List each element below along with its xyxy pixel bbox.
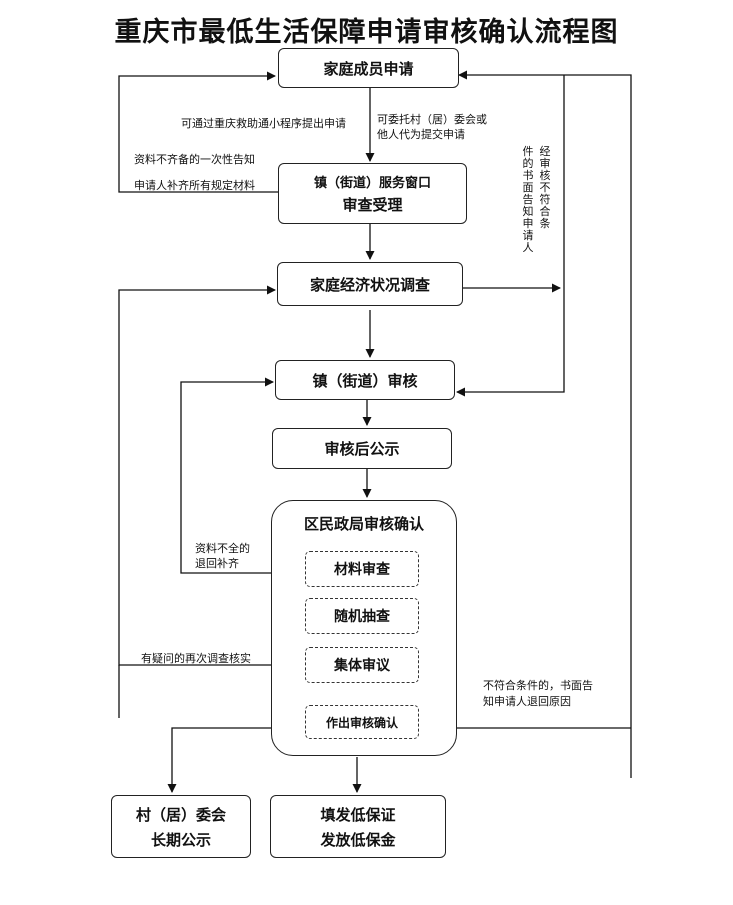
annotation-not-eligible-col1: 经审核不符合条 [539,145,551,230]
annotation-incomplete-line1: 资料不齐备的一次性告知 [134,153,255,166]
annotation-returned-line2: 退回补齐 [195,557,239,570]
annotation-reject-line2: 知申请人退回原因 [483,695,571,708]
substep-random-check-label: 随机抽查 [334,609,390,625]
step-service-window-line1: 镇（街道）服务窗口 [313,176,431,191]
annotation-app-channel: 可通过重庆救助通小程序提出申请 [181,117,346,130]
step-town-review: 镇（街道）审核 [275,360,455,400]
substep-random-check: 随机抽查 [305,598,419,634]
step-district-confirm-label: 区民政局审核确认 [303,515,424,533]
annotation-recheck: 有疑问的再次调查核实 [141,652,251,665]
annotation-entrust-line1: 可委托村（居）委会或 [377,113,487,126]
step-town-review-label: 镇（街道）审核 [312,371,418,390]
loop-recheck-to-survey [118,285,305,666]
step-issue-certificate-line1: 填发低保证 [320,805,396,824]
step-service-window-line2: 审查受理 [342,196,403,214]
annotation-reject-line1: 不符合条件的，书面告 [483,679,593,692]
substep-decision-label: 作出审核确认 [325,715,398,730]
substep-material-review-label: 材料审查 [334,562,390,578]
step-village-publicity: 村（居）委会 长期公示 [111,795,251,858]
annotation-not-eligible-col2: 件的书面告知申请人 [522,145,534,254]
right-inner-line [456,75,565,397]
annotation-incomplete-line2: 申请人补齐所有规定材料 [134,179,255,192]
annotation-returned-line1: 资料不全的 [195,542,250,555]
step-apply: 家庭成员申请 [278,48,459,88]
step-issue-certificate: 填发低保证 发放低保金 [270,795,446,858]
step-issue-certificate-line2: 发放低保金 [320,830,396,849]
arrow-decision-to-village [167,727,305,793]
substep-material-review: 材料审查 [305,551,419,587]
step-publicity-label: 审核后公示 [324,440,400,458]
step-economic-survey-label: 家庭经济状况调查 [309,275,430,294]
step-apply-label: 家庭成员申请 [323,59,414,78]
step-economic-survey: 家庭经济状况调查 [277,262,463,306]
step-village-publicity-line1: 村（居）委会 [135,805,226,824]
loop-returned-to-town [180,377,305,574]
substep-collective-review-label: 集体审议 [334,658,390,674]
annotation-entrust-line2: 他人代为提交申请 [377,128,465,141]
substep-decision: 作出审核确认 [305,705,419,739]
step-village-publicity-line2: 长期公示 [150,830,211,849]
step-publicity: 审核后公示 [272,428,452,469]
page-title: 重庆市最低生活保障申请审核确认流程图 [114,17,619,48]
loop-reject-to-apply [458,70,632,778]
loop-incomplete-to-apply [118,71,278,193]
substep-collective-review: 集体审议 [305,647,419,683]
step-service-window: 镇（街道）服务窗口 审查受理 [278,163,467,224]
